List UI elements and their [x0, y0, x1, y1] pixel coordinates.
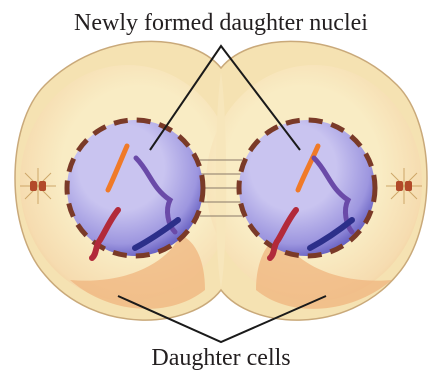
left-centrosome	[20, 168, 56, 204]
right-centrosome	[386, 168, 422, 204]
cells-label: Daughter cells	[0, 345, 442, 372]
